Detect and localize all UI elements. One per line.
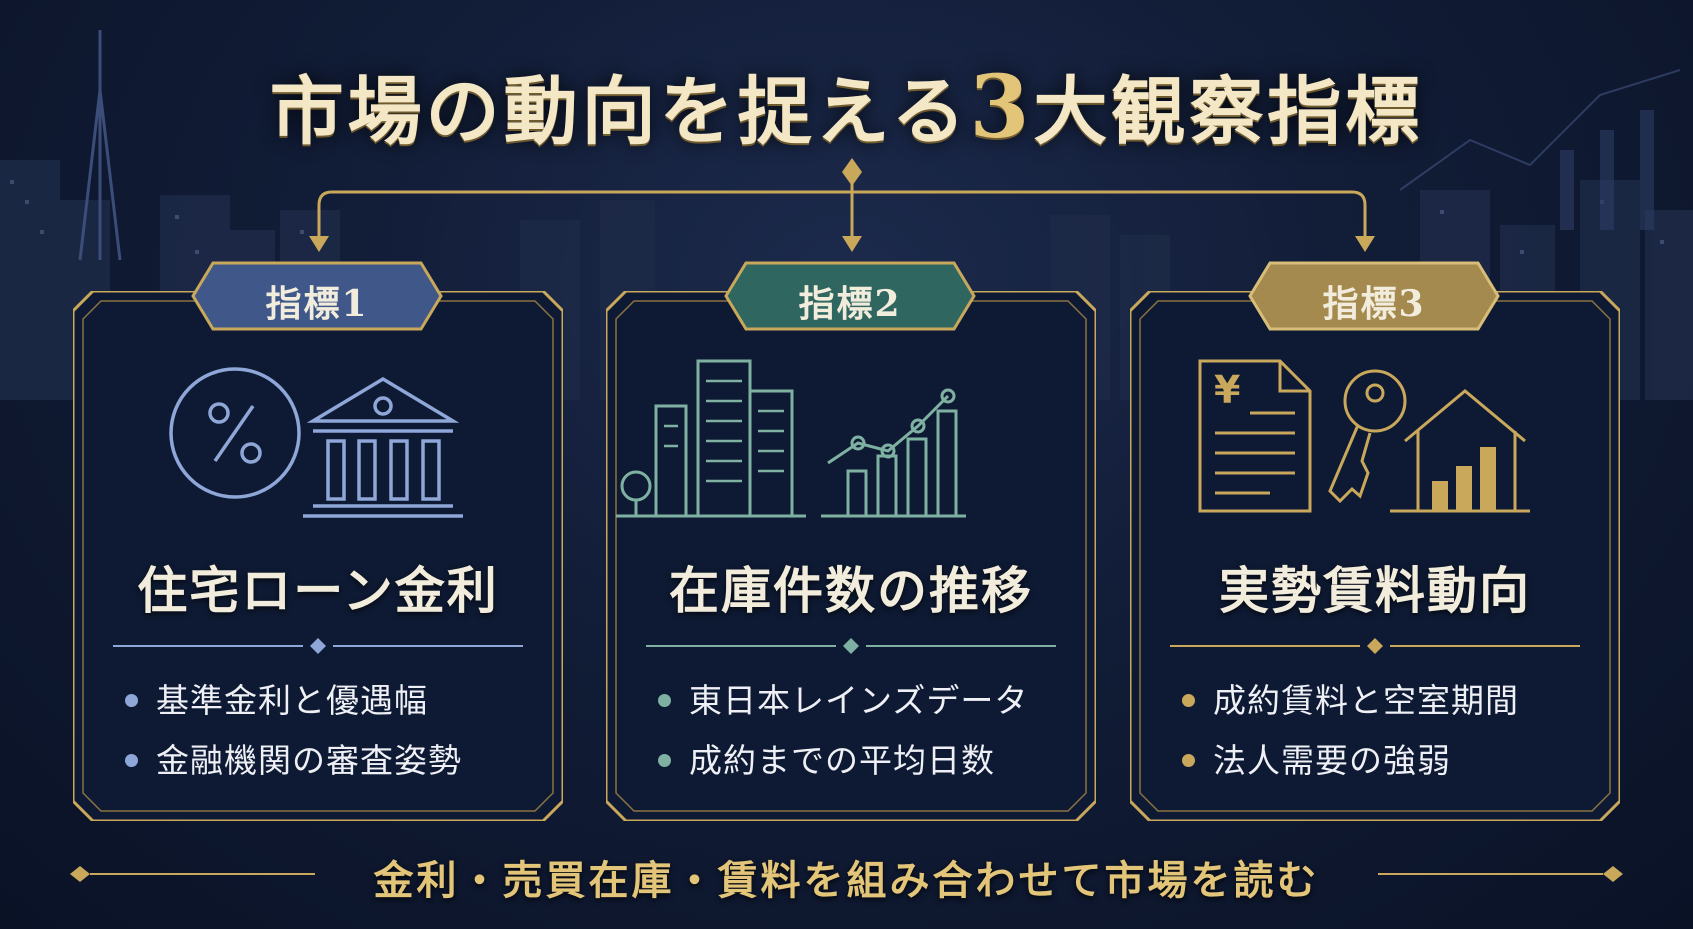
- bullet-list: 成約賃料と空室期間 法人需要の強弱: [1182, 671, 1602, 791]
- card-frame: [606, 291, 1096, 821]
- bullet-dot: [125, 693, 138, 707]
- buildings-and-chart-icon: [616, 359, 966, 518]
- indicator-card-1: 指標1 住宅ローン金利 基準金利と優遇幅 金融機関の審査姿勢: [73, 261, 563, 821]
- divider: [113, 638, 523, 654]
- card-title: 住宅ローン金利: [137, 561, 499, 620]
- badge-indicator-2: 指標2: [724, 261, 976, 331]
- bullet-list: 東日本レインズデータ 成約までの平均日数: [658, 671, 1078, 791]
- bullet-dot: [658, 753, 671, 767]
- bullet-item: 成約までの平均日数: [658, 731, 1078, 791]
- indicator-card-2: 指標2 在庫件数の推移: [606, 261, 1096, 821]
- yen-document-key-house-icon: ¥: [1198, 359, 1530, 513]
- page-title: 市場の動向を捉える3大観察指標: [269, 57, 1424, 158]
- card-frame: [1130, 291, 1620, 821]
- bullet-dot: [125, 753, 138, 767]
- bullet-item: 法人需要の強弱: [1182, 731, 1602, 791]
- bullet-dot: [1182, 693, 1195, 707]
- card-title: 在庫件数の推移: [669, 561, 1033, 620]
- footer-caption: 金利・売買在庫・賃料を組み合わせて市場を読む: [373, 857, 1320, 904]
- bullet-item: 東日本レインズデータ: [658, 671, 1078, 731]
- bullet-dot: [1182, 753, 1195, 767]
- card-frame: [73, 291, 563, 821]
- bullet-item: 金融機関の審査姿勢: [125, 731, 545, 791]
- bullet-dot: [658, 693, 671, 707]
- divider: [1170, 638, 1580, 654]
- badge-indicator-3: 指標3: [1248, 261, 1500, 331]
- card-title: 実勢賃料動向: [1219, 561, 1531, 620]
- bullet-item: 成約賃料と空室期間: [1182, 671, 1602, 731]
- bullet-list: 基準金利と優遇幅 金融機関の審査姿勢: [125, 671, 545, 791]
- divider: [646, 638, 1056, 654]
- indicator-card-3: 指標3 ¥ 実勢賃料動向 成約賃料と空室期間: [1130, 261, 1620, 821]
- badge-indicator-1: 指標1: [191, 261, 443, 331]
- footer-ornament: [70, 866, 1623, 882]
- percent-and-bank-icon: [169, 367, 463, 518]
- bullet-item: 基準金利と優遇幅: [125, 671, 545, 731]
- svg-text:¥: ¥: [1214, 368, 1240, 412]
